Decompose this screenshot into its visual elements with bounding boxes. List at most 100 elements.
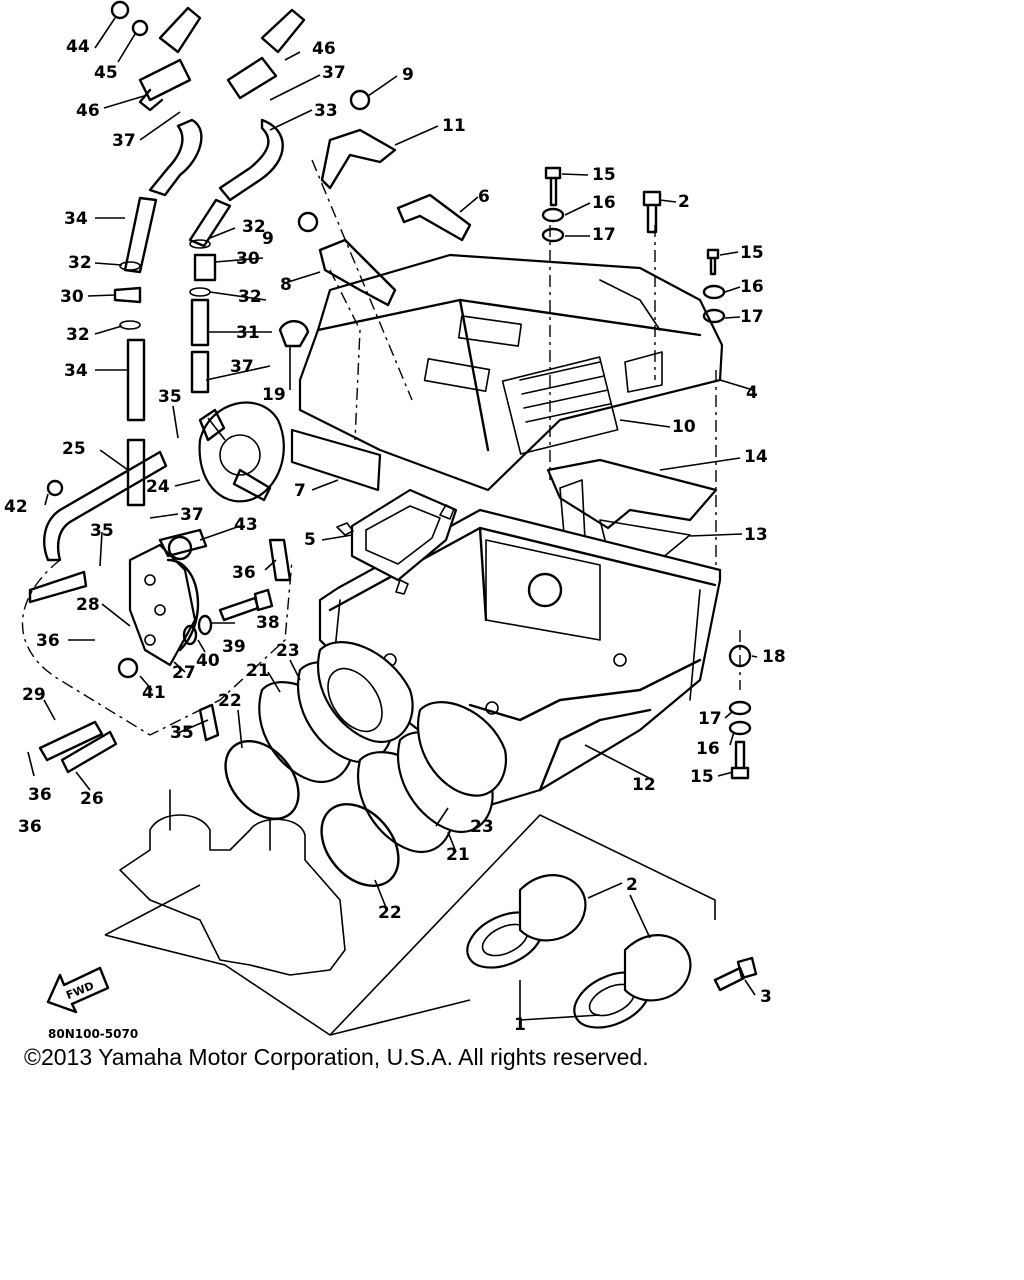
nut-9-top (349, 89, 371, 111)
bolt-2 (642, 190, 662, 234)
callout-24: 24 (146, 477, 170, 497)
callout-21-bottom: 21 (446, 845, 470, 865)
callout-8: 8 (280, 275, 292, 295)
intake-joints-left (258, 641, 414, 783)
callout-3: 3 (760, 987, 772, 1007)
callout-34-top: 34 (64, 209, 88, 229)
callout-37-d: 37 (180, 505, 204, 525)
callout-13: 13 (744, 525, 768, 545)
callout-39: 39 (222, 637, 246, 657)
callout-15-bottom: 15 (690, 767, 714, 787)
forward-direction-arrow: FWD (46, 966, 110, 1014)
callout-32-c: 32 (238, 287, 262, 307)
callout-22-bottom: 22 (378, 903, 402, 923)
callout-11: 11 (442, 116, 466, 136)
callout-9-left: 9 (262, 229, 274, 249)
callout-36-c: 36 (18, 817, 42, 837)
callout-37-b: 37 (322, 63, 346, 83)
callout-42: 42 (4, 497, 28, 517)
callout-35-c: 35 (170, 723, 194, 743)
hose-fitting-35 (198, 703, 220, 742)
callout-37-c: 37 (230, 357, 254, 377)
callout-31: 31 (236, 323, 260, 343)
callout-16-bottom: 16 (696, 739, 720, 759)
breather-hose-29 (38, 720, 104, 762)
clip-42 (46, 479, 64, 497)
bracket-11 (320, 128, 397, 190)
air-filter-element (336, 488, 458, 595)
callout-21-top: 21 (246, 661, 270, 681)
callout-28: 28 (76, 595, 100, 615)
bracket-6 (396, 193, 472, 242)
washer-39 (197, 614, 213, 636)
callout-44: 44 (66, 37, 90, 57)
intake-joints-right (357, 701, 508, 853)
callout-40: 40 (196, 651, 220, 671)
callout-35-b: 35 (90, 521, 114, 541)
callout-34-bottom: 34 (64, 361, 88, 381)
callout-6: 6 (478, 187, 490, 207)
washer-17-right (702, 308, 726, 324)
washer-17-bottom (728, 700, 752, 716)
washer-16-top (541, 207, 565, 223)
air-cleaner-case-lower (318, 508, 722, 810)
strap-8 (318, 238, 397, 307)
carburetor-outline (119, 789, 346, 976)
breather-hose-assembly-left (110, 0, 203, 507)
callout-7: 7 (294, 481, 306, 501)
callout-43: 43 (234, 515, 258, 535)
screw-15-top (544, 166, 562, 207)
callout-35-a: 35 (158, 387, 182, 407)
copyright-notice: ©2013 Yamaha Motor Corporation, U.S.A. A… (24, 1044, 649, 1070)
callout-41: 41 (142, 683, 166, 703)
reed-valve-body (128, 528, 208, 667)
callout-14: 14 (744, 447, 768, 467)
washer-16-right (702, 284, 726, 300)
callout-1: 1 (514, 1015, 526, 1035)
callout-2-bottom: 2 (626, 875, 638, 895)
callout-9-top: 9 (402, 65, 414, 85)
callout-36-d: 36 (28, 785, 52, 805)
callout-12: 12 (632, 775, 656, 795)
callout-36-a: 36 (232, 563, 256, 583)
callout-17-top: 17 (592, 225, 616, 245)
callout-22-top: 22 (218, 691, 242, 711)
breather-hose-assembly-right (188, 8, 306, 394)
hose-36-short (268, 538, 292, 582)
callout-36-b: 36 (36, 631, 60, 651)
case-seal-strip (290, 428, 382, 492)
callout-10: 10 (672, 417, 696, 437)
air-intake-exploded-diagram: 44 45 46 37 46 37 33 9 11 34 32 9 30 32 … (4, 0, 786, 1040)
clamp-43 (167, 535, 193, 561)
callout-27: 27 (172, 663, 196, 683)
breather-hose-26 (60, 730, 118, 774)
callout-16-top: 16 (592, 193, 616, 213)
callout-30-right: 30 (236, 249, 260, 269)
callout-32-d: 32 (66, 325, 90, 345)
clip-19 (278, 320, 310, 348)
carburetor-joints (466, 874, 692, 1029)
guide-line-1 (311, 159, 413, 401)
callout-46-left: 46 (76, 101, 100, 121)
reed-valve-bolt (218, 588, 274, 622)
carburetor-frame (104, 814, 716, 1037)
guide-line-2 (329, 269, 361, 441)
callout-45: 45 (94, 63, 118, 83)
callout-29: 29 (22, 685, 46, 705)
callout-4: 4 (746, 383, 758, 403)
callout-25: 25 (62, 439, 86, 459)
callout-leaders (27, 17, 758, 1021)
nut-9-left (297, 211, 319, 233)
callout-5: 5 (304, 530, 316, 550)
callout-19: 19 (262, 385, 286, 405)
nut-18 (728, 644, 752, 668)
bolt-3 (713, 956, 758, 992)
callout-18: 18 (762, 647, 786, 667)
washer-40 (182, 624, 198, 646)
callout-26: 26 (80, 789, 104, 809)
screw-15-right (706, 248, 720, 276)
screw-15-bottom (730, 740, 750, 780)
callout-46-right: 46 (312, 39, 336, 59)
washer-16-bottom (728, 720, 752, 736)
callout-37-a: 37 (112, 131, 136, 151)
